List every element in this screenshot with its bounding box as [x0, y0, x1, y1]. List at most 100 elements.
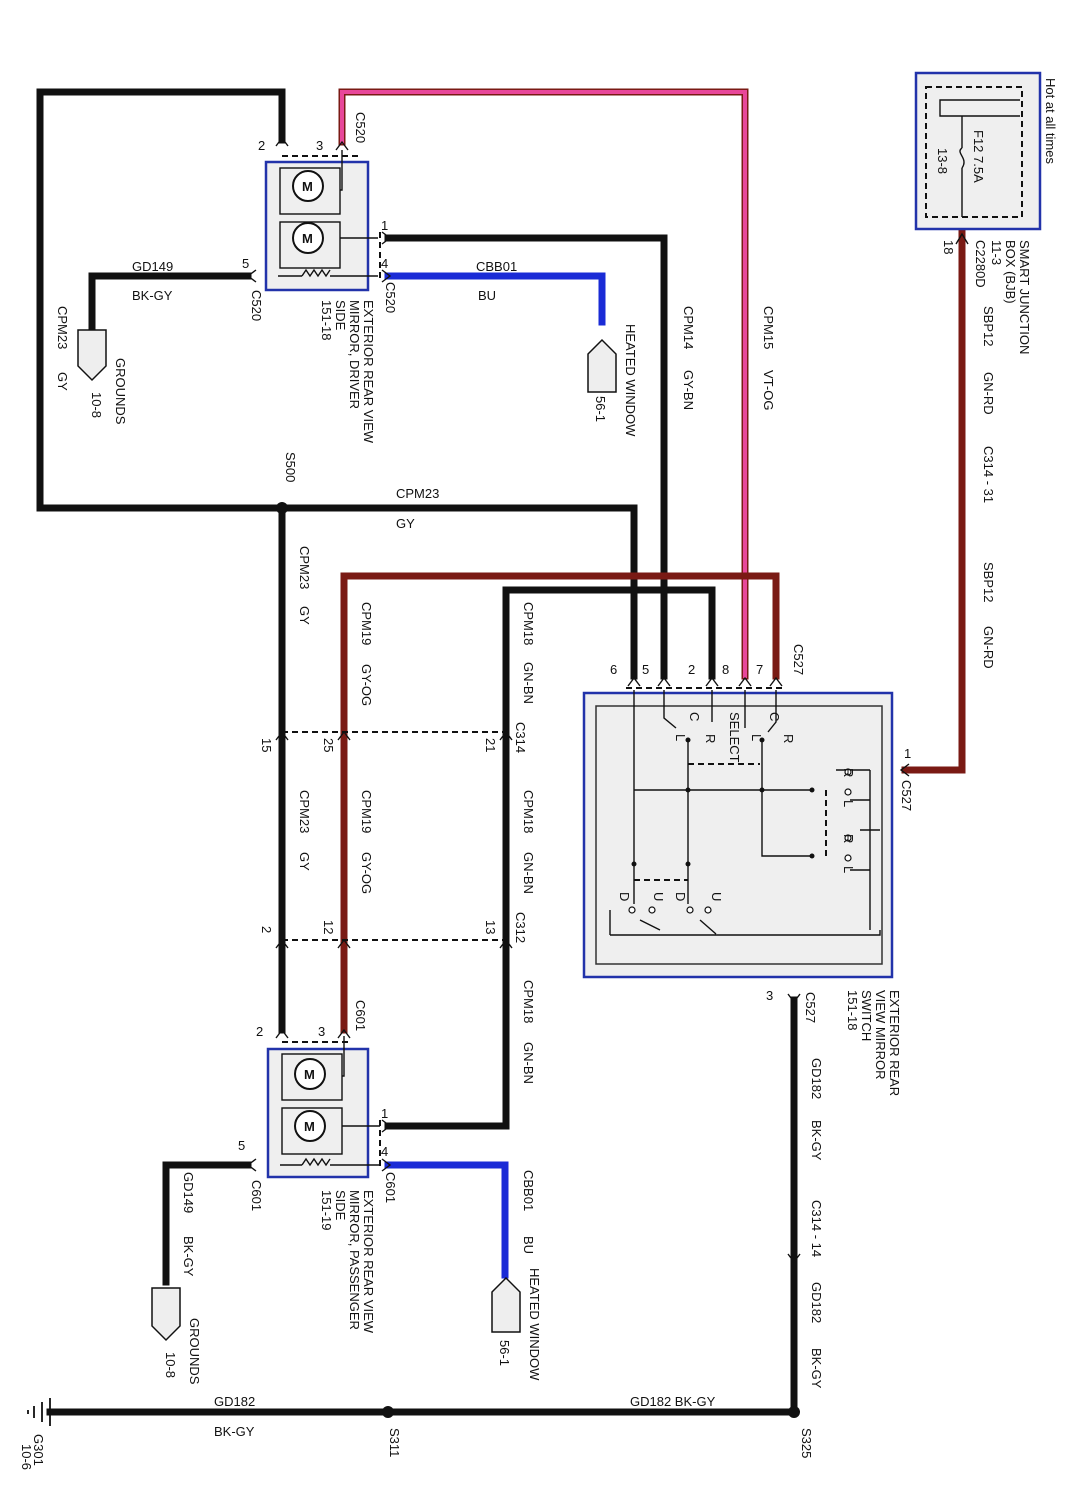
driver-mirror-label-3: SIDE: [333, 300, 348, 331]
grounds-top-symbol: [77, 329, 107, 382]
g301-label: G301: [31, 1434, 46, 1466]
wl-bu-bot: BU: [521, 1236, 536, 1254]
heated-window-bot-label: HEATED WINDOW: [527, 1268, 542, 1381]
sw-pin-5: 5: [642, 662, 649, 677]
sw-c1: C: [687, 712, 702, 721]
wl-gd182-v2: GD182: [809, 1282, 824, 1323]
wl-bkgy-bot: BK-GY: [181, 1236, 196, 1277]
passenger-motor-lower: [294, 1110, 326, 1142]
wl-gnbn-v2: GN-BN: [521, 852, 536, 894]
bjb-pin: 18: [941, 240, 956, 254]
wire-gd149-top: [88, 272, 252, 334]
wl-bkgy-v1: BK-GY: [809, 1120, 824, 1161]
bjb-name-1: SMART JUNCTION: [1017, 240, 1032, 354]
wl-gy-h: GY: [396, 516, 415, 531]
wl-gnbn-v3: GN-BN: [521, 1042, 536, 1084]
wl-gnbn-v1: GN-BN: [521, 662, 536, 704]
pass-mirror-label-3: SIDE: [333, 1190, 348, 1221]
sw-lb: L: [841, 866, 856, 873]
sw-pin-7: 7: [756, 662, 763, 677]
wl-gy-left: GY: [55, 372, 70, 391]
fuse-label: F12 7.5A: [971, 130, 986, 183]
conn-c520-b: C520: [383, 282, 398, 313]
driver-motor-upper: [292, 170, 324, 202]
conn-c601-b: C601: [383, 1172, 398, 1203]
conn-c314: C314: [513, 722, 528, 753]
wl-cpm23-left: CPM23: [55, 306, 70, 349]
wire-cpm14: [384, 234, 668, 680]
pass-pin-4: 4: [381, 1144, 388, 1159]
sw-pin-1: 1: [904, 746, 911, 761]
c312-pin-2: 2: [259, 926, 274, 933]
conn-c601-c: C601: [249, 1180, 264, 1211]
sw-l1: L: [673, 734, 688, 741]
wl-bkgy-v2: BK-GY: [809, 1348, 824, 1389]
sw-u1: U: [651, 892, 666, 901]
wl-cpm19-v1: CPM19: [359, 602, 374, 645]
wl-sbp12-low: SBP12: [981, 562, 996, 602]
driver-motor-upper-label: M: [302, 179, 313, 194]
wl-gd182-v1: GD182: [809, 1058, 824, 1099]
switch-label-4: 151-18: [845, 990, 860, 1030]
grounds-bot-symbol: [151, 1287, 181, 1342]
splice-s311: [382, 1406, 394, 1418]
c312-pin-12: 12: [321, 920, 336, 934]
splice-s325: [788, 1406, 800, 1418]
wl-sbp12-top-color: GN-RD: [981, 372, 996, 415]
conn-c527-bot: C527: [803, 992, 818, 1023]
grounds-top-label: GROUNDS: [113, 358, 128, 425]
wire-cpm19: [340, 572, 780, 1034]
sw-d2: D: [673, 892, 688, 901]
wl-bkgy-h2: BK-GY: [214, 1424, 255, 1439]
wl-sbp12-top: SBP12: [981, 306, 996, 346]
s325-label: S325: [799, 1428, 814, 1458]
wire-cbb01-top: [384, 272, 606, 326]
heated-window-top-symbol: [587, 338, 617, 393]
wl-cpm23-v1: CPM23: [297, 546, 312, 589]
sw-c2: C: [767, 712, 782, 721]
sw-l2: L: [749, 734, 764, 741]
conn-c520-c: C520: [249, 290, 264, 321]
conn-c527-top: C527: [791, 644, 806, 675]
fuse-symbol: [959, 147, 965, 169]
wl-cpm15-color: VT-OG: [761, 370, 776, 410]
heated-window-top-ref: 56-1: [593, 396, 608, 422]
wl-cpm18-v2: CPM18: [521, 790, 536, 833]
wl-gd149-top: GD149: [132, 259, 173, 274]
wl-gd149-bot: GD149: [181, 1172, 196, 1213]
bjb-name-2: BOX (BJB): [1003, 240, 1018, 304]
pass-mirror-label-1: EXTERIOR REAR VIEW: [361, 1190, 376, 1334]
wire-cpm18: [384, 586, 716, 1130]
c314-pin-15: 15: [259, 738, 274, 752]
passenger-motor-lower-label: M: [304, 1119, 315, 1134]
wl-gd182-h2: GD182: [214, 1394, 255, 1409]
passenger-motor-upper-label: M: [304, 1067, 315, 1082]
conn-c601-a: C601: [353, 1000, 368, 1031]
heated-window-top-label: HEATED WINDOW: [623, 324, 638, 437]
wire-gd149-bot: [162, 1161, 252, 1286]
sw-ra: R: [841, 768, 856, 777]
wl-gy-v1: GY: [297, 606, 312, 625]
grounds-bot-ref: 10-8: [163, 1352, 178, 1378]
driver-pin-5: 5: [242, 256, 249, 271]
conn-c520-a: C520: [353, 112, 368, 143]
mirror-switch-inner: [595, 705, 883, 965]
switch-label-3: SWITCH: [859, 990, 874, 1041]
wl-c314-31: C314 - 31: [981, 446, 996, 503]
wl-gyog-v1: GY-OG: [359, 664, 374, 706]
grounds-bot-label: GROUNDS: [187, 1318, 202, 1385]
fuse-ref: 13-8: [935, 148, 950, 174]
c314-pin-21: 21: [483, 738, 498, 752]
driver-mirror-label-1: EXTERIOR REAR VIEW: [361, 300, 376, 444]
c312-pin-13: 13: [483, 920, 498, 934]
driver-pin-2: 2: [258, 138, 265, 153]
driver-pin-4: 4: [381, 256, 388, 271]
wl-gyog-v2: GY-OG: [359, 852, 374, 894]
wl-gd182-h1: GD182 BK-GY: [630, 1394, 716, 1409]
wl-cpm23-h: CPM23: [396, 486, 439, 501]
driver-mirror-label-2: MIRROR, DRIVER: [347, 300, 362, 409]
switch-label-1: EXTERIOR REAR: [887, 990, 902, 1096]
wl-cpm15: CPM15: [761, 306, 776, 349]
pass-mirror-label-2: MIRROR, PASSENGER: [347, 1190, 362, 1330]
